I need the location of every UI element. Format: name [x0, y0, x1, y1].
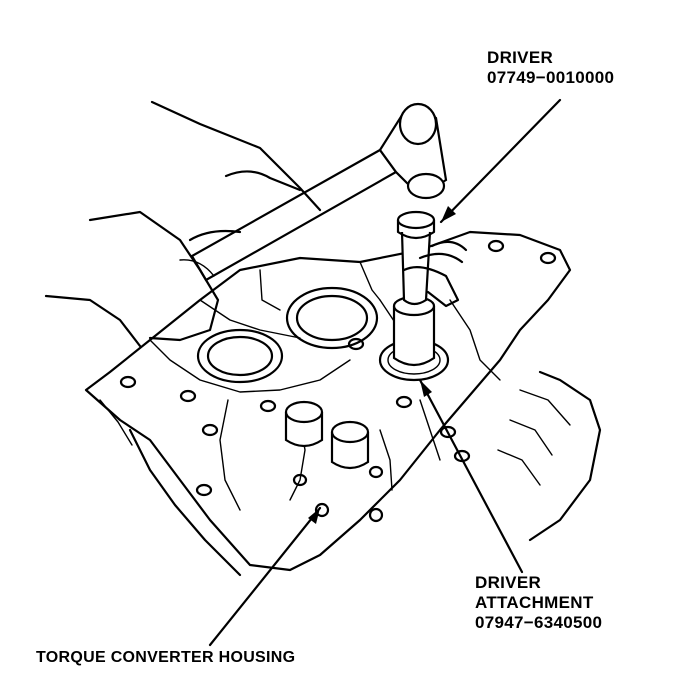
driver-tool [396, 210, 468, 308]
leader-lines [208, 98, 562, 647]
driver-attachment-line2: ATTACHMENT [475, 593, 594, 612]
bolt-holes [119, 239, 557, 523]
driver-attachment-line1: DRIVER [475, 573, 542, 592]
housing-bosses [284, 400, 370, 470]
driver-part-number: 07749−0010000 [487, 68, 615, 87]
driver-attachment [392, 295, 436, 367]
driver-attachment-part-number: 07947−6340500 [475, 613, 603, 632]
torque-converter-housing [84, 230, 602, 577]
driver-attachment-label: DRIVER ATTACHMENT 07947−6340500 [475, 573, 602, 633]
driver-name: DRIVER [487, 48, 554, 67]
hammer [190, 102, 448, 282]
driver-label: DRIVER 07749−0010000 [487, 48, 614, 88]
left-hand [44, 100, 322, 348]
torque-converter-housing-label: TORQUE CONVERTER HOUSING [36, 649, 296, 666]
